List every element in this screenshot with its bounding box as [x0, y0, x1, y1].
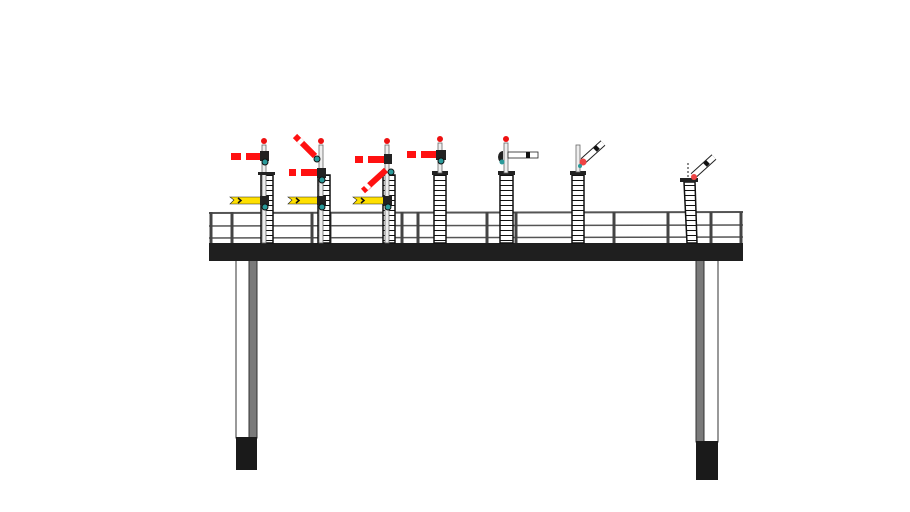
right-support-leg [695, 257, 719, 480]
ladder [571, 173, 585, 244]
signal-6 [570, 140, 606, 244]
ladder [683, 181, 698, 244]
home-arm [355, 156, 385, 163]
signal-1 [229, 138, 275, 244]
finial [318, 138, 324, 144]
gantry-deck [209, 243, 743, 261]
ladder [499, 173, 514, 244]
signal-post [384, 144, 390, 244]
distant-arm [352, 196, 385, 205]
finial [437, 136, 443, 142]
home-arm [289, 169, 318, 176]
gantry-railing [208, 211, 744, 244]
signal-post [318, 144, 324, 244]
home-arm [407, 151, 437, 158]
signal-7 [680, 154, 717, 244]
finial [261, 138, 267, 144]
shunt-arm [507, 151, 539, 159]
signal-post [575, 144, 581, 173]
distant-arm [229, 196, 263, 205]
signal-4 [407, 136, 448, 244]
finial [503, 136, 509, 142]
signal-5 [498, 136, 539, 244]
ladder [433, 173, 447, 244]
home-arm-raised [292, 133, 318, 159]
signal-post [503, 142, 509, 174]
finial [384, 138, 390, 144]
distant-arm [287, 196, 319, 205]
signal-3 [352, 138, 396, 244]
signal-post [261, 144, 267, 244]
home-arm [231, 153, 262, 160]
signal-2 [287, 133, 331, 244]
left-support-leg [235, 257, 258, 470]
